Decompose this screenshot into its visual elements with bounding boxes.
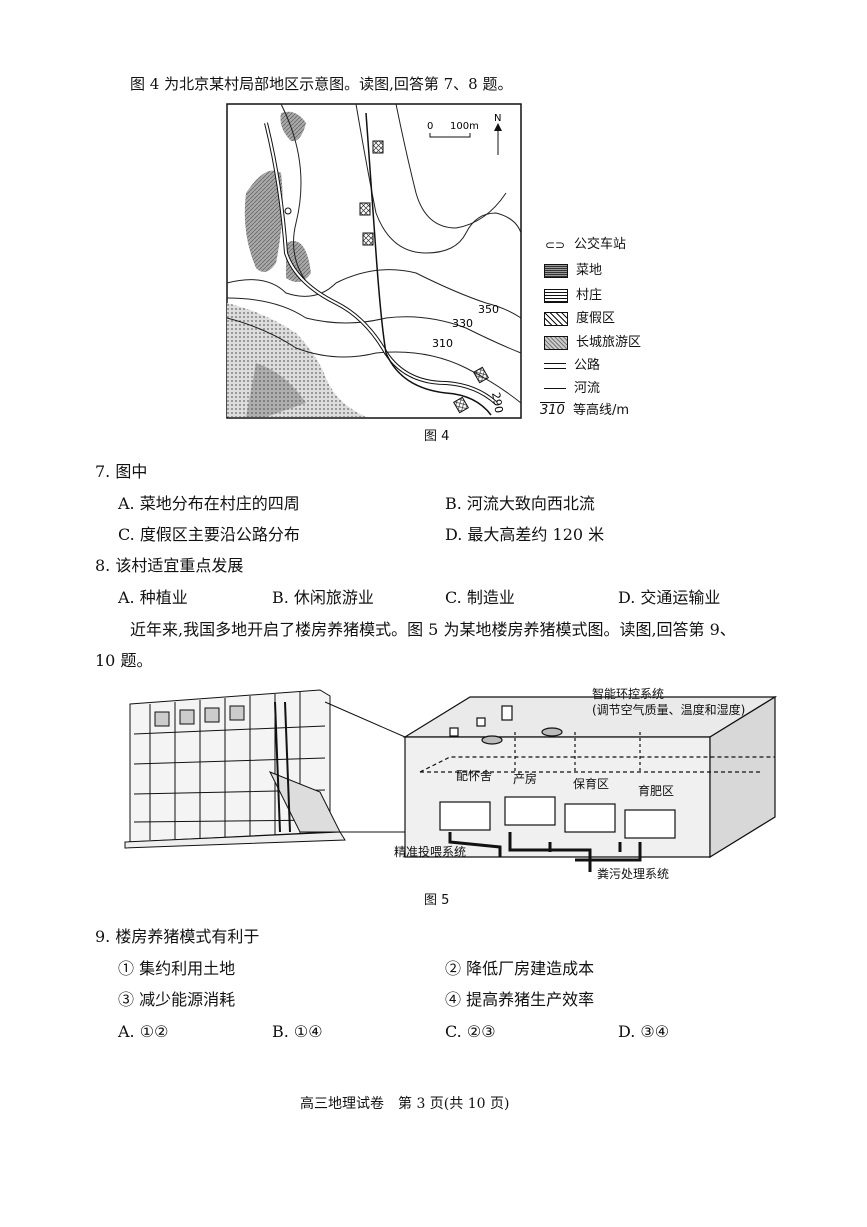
q9-statement-4: ④ 提高养猪生产效率: [445, 990, 595, 1009]
north-label: N: [494, 113, 501, 124]
q7-option-b[interactable]: B. 河流大致向西北流: [445, 494, 595, 513]
figure-5-caption: 图 5: [424, 893, 450, 908]
legend-item-vegetable: 菜地: [544, 259, 602, 278]
figure-4-caption: 图 4: [424, 429, 450, 444]
legend-item-great-wall: 长城旅游区: [544, 331, 641, 350]
zone-fattening: 育肥区: [638, 784, 675, 798]
q9-option-b[interactable]: B. ①④: [272, 1022, 323, 1041]
road-icon: [544, 362, 566, 369]
intro-q7-8: 图 4 为北京某村局部地区示意图。读图,回答第 7、8 题。: [130, 75, 513, 93]
q9-option-d[interactable]: D. ③④: [618, 1022, 670, 1041]
resort-icon: [544, 311, 568, 326]
q7-option-d[interactable]: D. 最大高差约 120 米: [445, 525, 605, 544]
scale-zero: 0: [427, 121, 433, 132]
q8-option-b[interactable]: B. 休闲旅游业: [272, 588, 374, 607]
q8-stem: 8. 该村适宜重点发展: [95, 556, 244, 575]
figure-5-diagram: [124, 689, 778, 872]
scale-length: 100m: [450, 121, 479, 132]
intro-q9-10-line2: 10 题。: [95, 651, 153, 670]
river-line: [365, 112, 492, 416]
intro-q9-10-line1: 近年来,我国多地开启了楼房养猪模式。图 5 为某地楼房养猪模式图。读图,回答第 …: [130, 620, 736, 639]
q8-option-c[interactable]: C. 制造业: [445, 588, 515, 607]
q8-option-d[interactable]: D. 交通运输业: [618, 588, 721, 607]
contour-icon: 310: [540, 403, 565, 418]
legend-item-road: 公路: [544, 354, 600, 373]
q9-statement-1: ① 集约利用土地: [118, 959, 236, 978]
great-wall-tourism-icon: [544, 335, 568, 350]
pig-building-illustration: [124, 689, 346, 849]
page-footer: 高三地理试卷 第 3 页(共 10 页): [300, 1096, 510, 1112]
q9-option-a[interactable]: A. ①②: [118, 1022, 169, 1041]
zone-farrowing: 产房: [513, 772, 538, 786]
q9-statement-3: ③ 减少能源消耗: [118, 990, 236, 1009]
legend-item-contour: 310 等高线/m: [540, 403, 630, 418]
vegetable-field-icon: [544, 263, 568, 278]
env-control-desc: (调节空气质量、温度和湿度): [592, 703, 746, 717]
great-wall-area: [227, 303, 366, 417]
q7-stem: 7. 图中: [95, 462, 148, 481]
contour-label-310: 310: [432, 337, 453, 350]
pig-house-box: [402, 695, 778, 872]
village-area: [244, 170, 283, 272]
q8-option-a[interactable]: A. 种植业: [118, 588, 188, 607]
legend-item-bus: ⊂⊃公交车站: [544, 237, 627, 252]
feeding-system-label: 精准投喂系统: [394, 845, 467, 859]
contour-label-330: 330: [452, 317, 473, 330]
bus-stop-icon: ⊂⊃: [544, 237, 566, 252]
zone-breeding: 配怀舍: [456, 769, 493, 783]
village-icon: [544, 288, 568, 303]
env-control-label: 智能环控系统: [592, 687, 665, 701]
q7-option-c[interactable]: C. 度假区主要沿公路分布: [118, 525, 300, 544]
legend-item-resort: 度假区: [544, 307, 615, 326]
q9-statement-2: ② 降低厂房建造成本: [445, 959, 595, 978]
legend-item-river: 河流: [544, 377, 600, 396]
zone-nursery: 保育区: [573, 777, 610, 791]
contour-label-350: 350: [478, 303, 499, 316]
river-icon: [544, 388, 566, 389]
contour-label-290: 290: [489, 391, 505, 414]
q7-option-a[interactable]: A. 菜地分布在村庄的四周: [118, 494, 300, 513]
waste-system-label: 粪污处理系统: [597, 867, 670, 881]
q9-option-c[interactable]: C. ②③: [445, 1022, 496, 1041]
figure-4-map: 0 100m N 350 330 310 290: [226, 103, 522, 419]
legend-item-village: 村庄: [544, 284, 602, 303]
q9-stem: 9. 楼房养猪模式有利于: [95, 927, 260, 946]
